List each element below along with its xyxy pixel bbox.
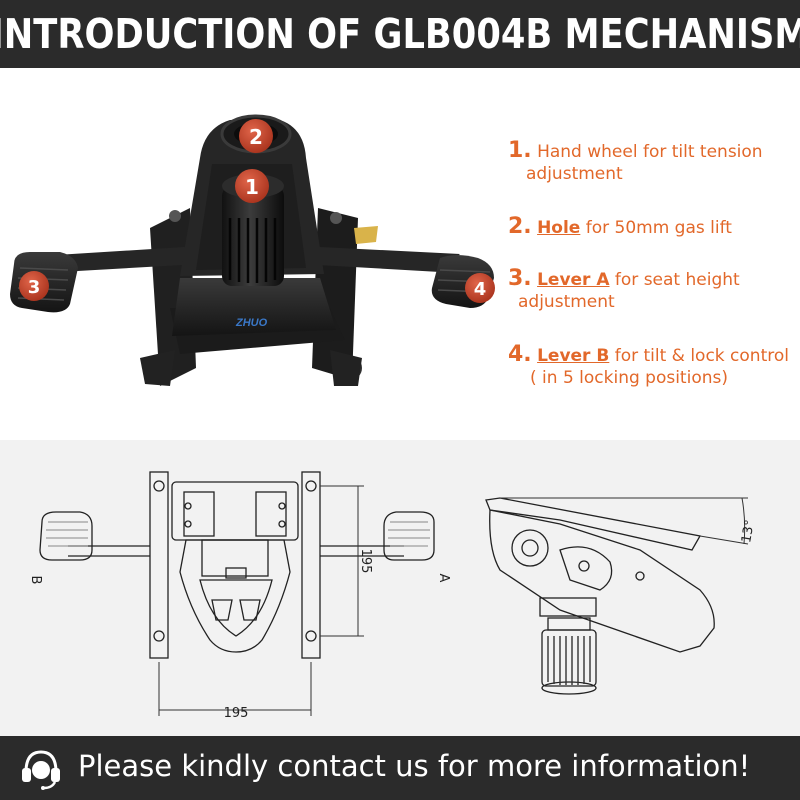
feature-item-4: 4. Lever B for tilt & lock control ( in … [508, 342, 789, 389]
svg-text:2: 2 [249, 125, 263, 149]
svg-text:4: 4 [474, 279, 487, 300]
height-dimension: 195 [358, 549, 373, 574]
left-plate [149, 471, 169, 659]
product-area: ZHUO 2 1 3 4 1. Hand wheel for tilt tens… [0, 68, 800, 440]
feature-item-1: 1. Hand wheel for tilt tension adjustmen… [508, 138, 763, 185]
header-band: INTRODUCTION OF GLB004B MECHANISM [0, 0, 800, 68]
feature-item-2: 2. Hole for 50mm gas lift [508, 214, 732, 239]
mechanism-photo: ZHUO 2 1 3 4 [10, 114, 495, 386]
width-dimension: 195 [224, 706, 249, 721]
brand-logo: ZHUO [235, 317, 268, 329]
feature-item-3: 3. Lever A for seat height adjustment [508, 266, 740, 313]
label-b: B [28, 576, 43, 585]
label-a: A [436, 574, 451, 583]
technical-drawings: 195 195 B A 13° [28, 471, 758, 721]
right-plate [301, 471, 321, 659]
svg-text:1: 1 [245, 175, 259, 199]
technical-drawing-area: 195 195 B A 13° [0, 440, 800, 736]
svg-text:3: 3 [28, 277, 41, 298]
angle-dimension: 13° [739, 519, 758, 544]
contact-message: Please kindly contact us for more inform… [78, 749, 751, 783]
badge-2: 2 [239, 119, 273, 153]
side-view [485, 497, 715, 695]
badge-3: 3 [19, 271, 49, 301]
footer-band: Please kindly contact us for more inform… [0, 736, 800, 800]
badge-4: 4 [465, 273, 495, 303]
badge-1: 1 [235, 169, 269, 203]
headset-icon [22, 750, 60, 790]
page-title: INTRODUCTION OF GLB004B MECHANISM [0, 10, 800, 58]
